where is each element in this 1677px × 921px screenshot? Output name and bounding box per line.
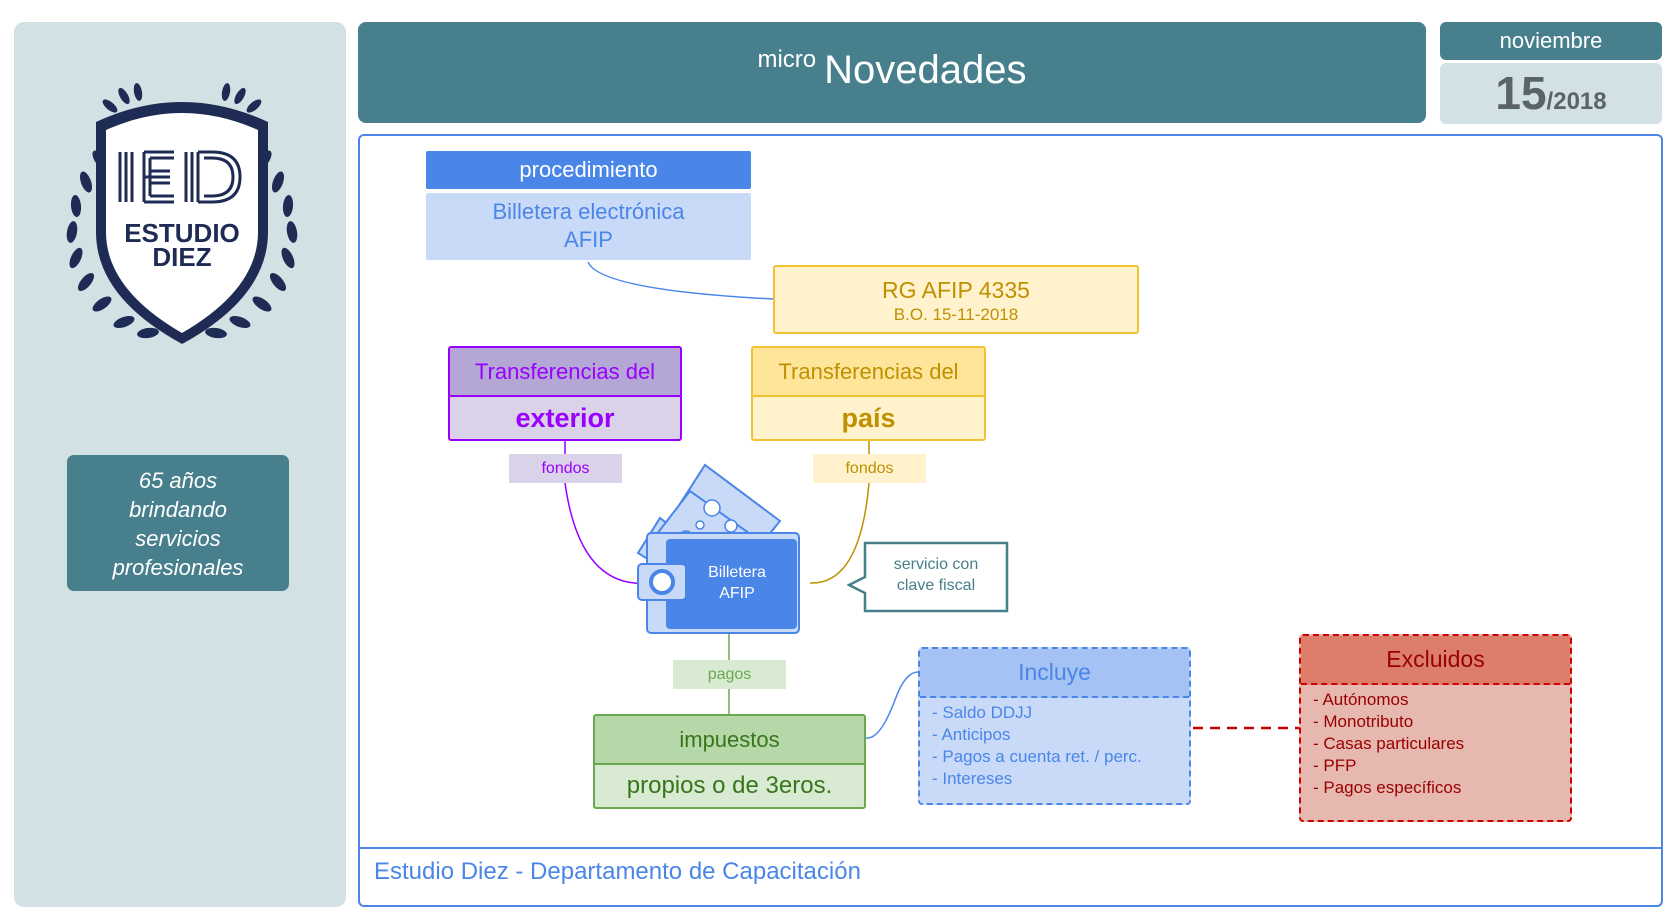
date-day: 15 bbox=[1495, 67, 1547, 119]
svg-text:DIEZ: DIEZ bbox=[152, 242, 211, 272]
taxes-box: impuestos propios o de 3eros. bbox=[593, 714, 866, 809]
includes-box: Incluye - Saldo DDJJ - Anticipos - Pagos… bbox=[918, 647, 1191, 805]
includes-list: - Saldo DDJJ - Anticipos - Pagos a cuent… bbox=[920, 698, 1189, 790]
transfer-local-top: Transferencias del bbox=[753, 348, 984, 397]
wallet-label: Billetera AFIP bbox=[667, 562, 807, 604]
procedure-line: Billetera electrónica bbox=[492, 199, 685, 224]
tagline-line: profesionales bbox=[112, 555, 244, 580]
tagline-line: 65 años bbox=[138, 468, 218, 493]
callout-line: clave fiscal bbox=[896, 577, 976, 594]
estudio-diez-logo: ESTUDIO DIEZ bbox=[62, 82, 302, 352]
wallet-icon bbox=[630, 463, 815, 638]
regulation-title: RG AFIP 4335 bbox=[882, 277, 1030, 303]
excludes-item: - Monotributo bbox=[1313, 712, 1414, 731]
payments-label: pagos bbox=[673, 660, 786, 689]
transfer-local-box: Transferencias del país bbox=[751, 346, 986, 441]
transfer-abroad-top: Transferencias del bbox=[450, 348, 680, 397]
includes-item: - Intereses bbox=[932, 769, 1013, 788]
procedure-header: procedimiento bbox=[426, 151, 751, 189]
regulation-box: RG AFIP 4335 B.O. 15-11-2018 bbox=[773, 265, 1139, 334]
page-title: micro Novedades bbox=[358, 46, 1426, 93]
excludes-title: Excluidos bbox=[1301, 636, 1570, 685]
connector-procedure-regulation bbox=[587, 261, 774, 300]
tagline-line: brindando bbox=[129, 497, 227, 522]
connector-funds-wallet-left bbox=[564, 482, 651, 585]
content-frame bbox=[358, 134, 1663, 907]
includes-title: Incluye bbox=[920, 649, 1189, 698]
taxes-bottom: propios o de 3eros. bbox=[626, 772, 833, 799]
wallet-label-line: Billetera bbox=[708, 564, 766, 581]
transfer-abroad-bottom: exterior bbox=[515, 403, 615, 433]
callout-text: servicio con clave fiscal bbox=[866, 554, 1006, 596]
transfer-abroad-box: Transferencias del exterior bbox=[448, 346, 682, 441]
date-month: noviembre bbox=[1440, 22, 1662, 60]
tagline-card: 65 años brindando servicios profesionale… bbox=[67, 455, 289, 591]
wallet-label-line: AFIP bbox=[719, 585, 755, 602]
excludes-item: - Pagos específicos bbox=[1313, 778, 1462, 797]
footer-text: Estudio Diez - Departamento de Capacitac… bbox=[374, 858, 861, 885]
excludes-list: - Autónomos - Monotributo - Casas partic… bbox=[1301, 685, 1570, 799]
excludes-item: - PFP bbox=[1313, 756, 1357, 775]
date-year: /2018 bbox=[1546, 88, 1607, 115]
footer-divider bbox=[360, 847, 1661, 849]
callout-bubble bbox=[846, 541, 1009, 613]
title-text: Novedades bbox=[824, 48, 1027, 92]
includes-item: - Anticipos bbox=[932, 725, 1011, 744]
connector-funds-wallet-right bbox=[809, 482, 870, 584]
excludes-item: - Autónomos bbox=[1313, 690, 1409, 709]
date-day-box: 15/2018 bbox=[1440, 63, 1662, 124]
includes-item: - Pagos a cuenta ret. / perc. bbox=[932, 747, 1142, 766]
transfer-local-bottom: país bbox=[841, 403, 896, 433]
callout-line: servicio con bbox=[893, 556, 979, 573]
connector-taxes-includes bbox=[865, 671, 919, 739]
funds-label-right: fondos bbox=[813, 454, 926, 483]
taxes-top: impuestos bbox=[595, 716, 864, 765]
procedure-line: AFIP bbox=[564, 227, 613, 252]
title-prefix: micro bbox=[757, 46, 817, 73]
tagline-line: servicios bbox=[135, 526, 221, 551]
procedure-body: Billetera electrónica AFIP bbox=[426, 193, 751, 260]
header-banner: micro Novedades bbox=[358, 22, 1426, 123]
regulation-subtitle: B.O. 15-11-2018 bbox=[893, 305, 1019, 324]
includes-item: - Saldo DDJJ bbox=[932, 703, 1033, 722]
svg-text:ESTUDIO: ESTUDIO bbox=[124, 218, 240, 248]
excludes-box: Excluidos - Autónomos - Monotributo - Ca… bbox=[1299, 634, 1572, 822]
funds-label-left: fondos bbox=[509, 454, 622, 483]
excludes-item: - Casas particulares bbox=[1313, 734, 1465, 753]
